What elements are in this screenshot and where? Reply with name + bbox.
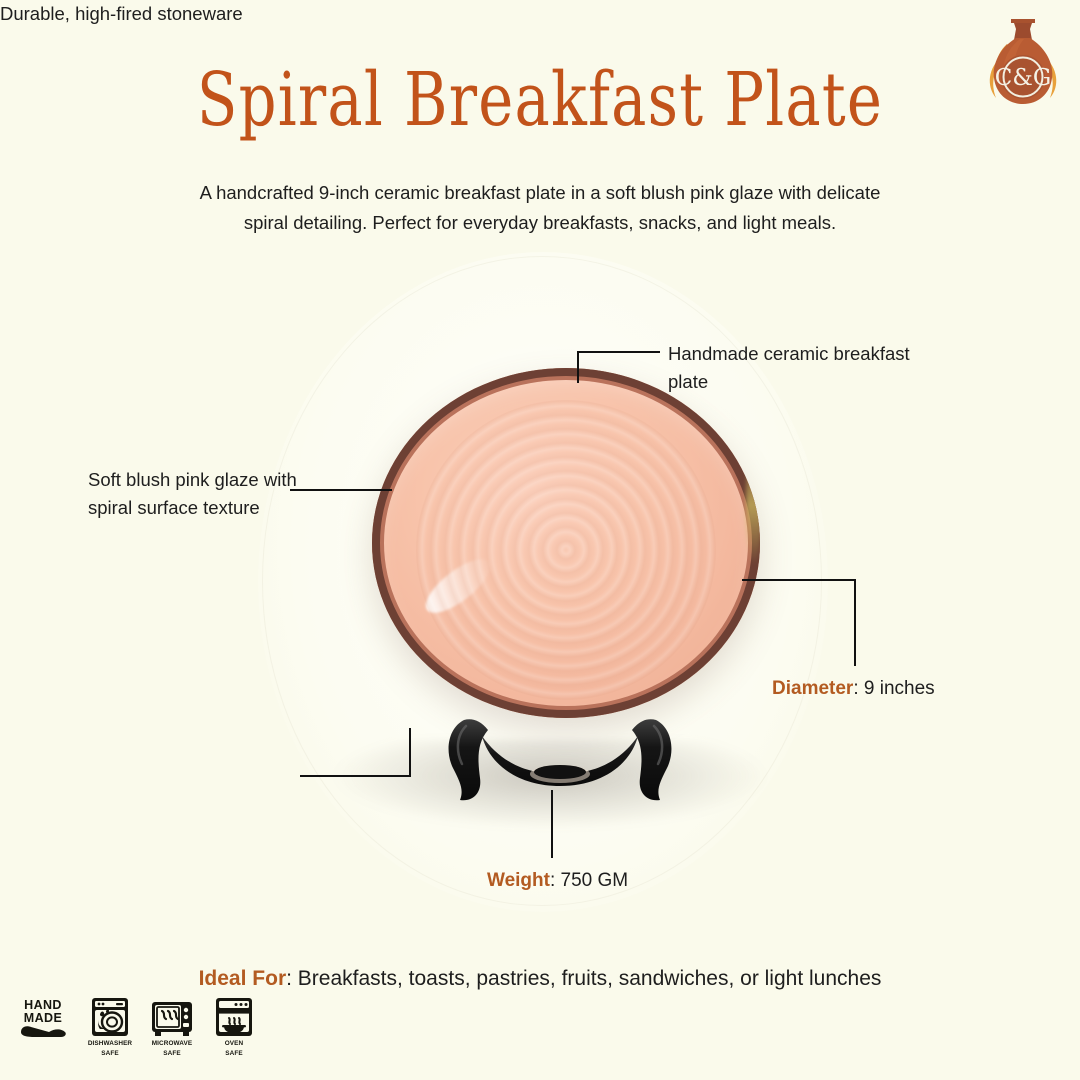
svg-text:C&G: C&G bbox=[995, 65, 1051, 91]
badge-dishwasher-line1: DISHWASHER bbox=[87, 1040, 133, 1047]
hand-made-icon: HAND MADE bbox=[21, 998, 66, 1037]
product-image-plate bbox=[372, 368, 760, 718]
badge-microwave-line2: SAFE bbox=[163, 1049, 181, 1057]
plate-rim-light bbox=[746, 445, 760, 565]
svg-text:MADE: MADE bbox=[24, 1011, 62, 1025]
spec-diameter: Diameter: 9 inches bbox=[772, 678, 935, 700]
callout-glaze: Soft blush pink glaze with spiral surfac… bbox=[88, 469, 297, 519]
ideal-for-value: : Breakfasts, toasts, pastries, fruits, … bbox=[286, 967, 882, 990]
badge-oven-safe: OVEN SAFE bbox=[208, 996, 260, 1057]
display-stand bbox=[430, 718, 690, 810]
badge-oven-line1: OVEN bbox=[224, 1040, 244, 1047]
microwave-safe-icon bbox=[152, 1002, 192, 1036]
callout-stoneware: Durable, high-fired stoneware bbox=[0, 3, 243, 24]
badge-hand-made: HAND MADE bbox=[12, 996, 74, 1040]
plate-gloss-highlight bbox=[417, 550, 498, 622]
page-title: Spiral Breakfast Plate bbox=[196, 57, 884, 143]
spec-weight-label: Weight bbox=[487, 870, 550, 891]
spec-diameter-value: : 9 inches bbox=[853, 678, 935, 699]
badge-oven-line2: SAFE bbox=[225, 1049, 243, 1057]
care-badge-row: HAND MADE DISHWASHER SAFE bbox=[12, 996, 260, 1057]
badge-microwave-line1: MICROWAVE bbox=[151, 1040, 193, 1047]
oven-safe-icon bbox=[216, 998, 252, 1036]
spec-diameter-label: Diameter bbox=[772, 678, 854, 699]
ideal-for-label: Ideal For bbox=[198, 967, 287, 990]
badge-dishwasher-line2: SAFE bbox=[101, 1049, 119, 1057]
ceramic-plate bbox=[372, 368, 760, 718]
callout-handmade: Handmade ceramic breakfast plate bbox=[668, 343, 910, 393]
svg-text:HAND: HAND bbox=[24, 998, 62, 1012]
dishwasher-safe-icon bbox=[92, 998, 128, 1036]
cg-pottery-logo: C&G bbox=[980, 12, 1066, 110]
ideal-for-line: Ideal For: Breakfasts, toasts, pastries,… bbox=[0, 967, 1080, 991]
badge-dishwasher-safe: DISHWASHER SAFE bbox=[84, 996, 136, 1057]
page-subtitle: A handcrafted 9-inch ceramic breakfast p… bbox=[199, 182, 881, 233]
badge-microwave-safe: MICROWAVE SAFE bbox=[146, 996, 198, 1057]
spec-weight: Weight: 750 GM bbox=[487, 870, 628, 892]
spec-weight-value: : 750 GM bbox=[549, 870, 629, 891]
